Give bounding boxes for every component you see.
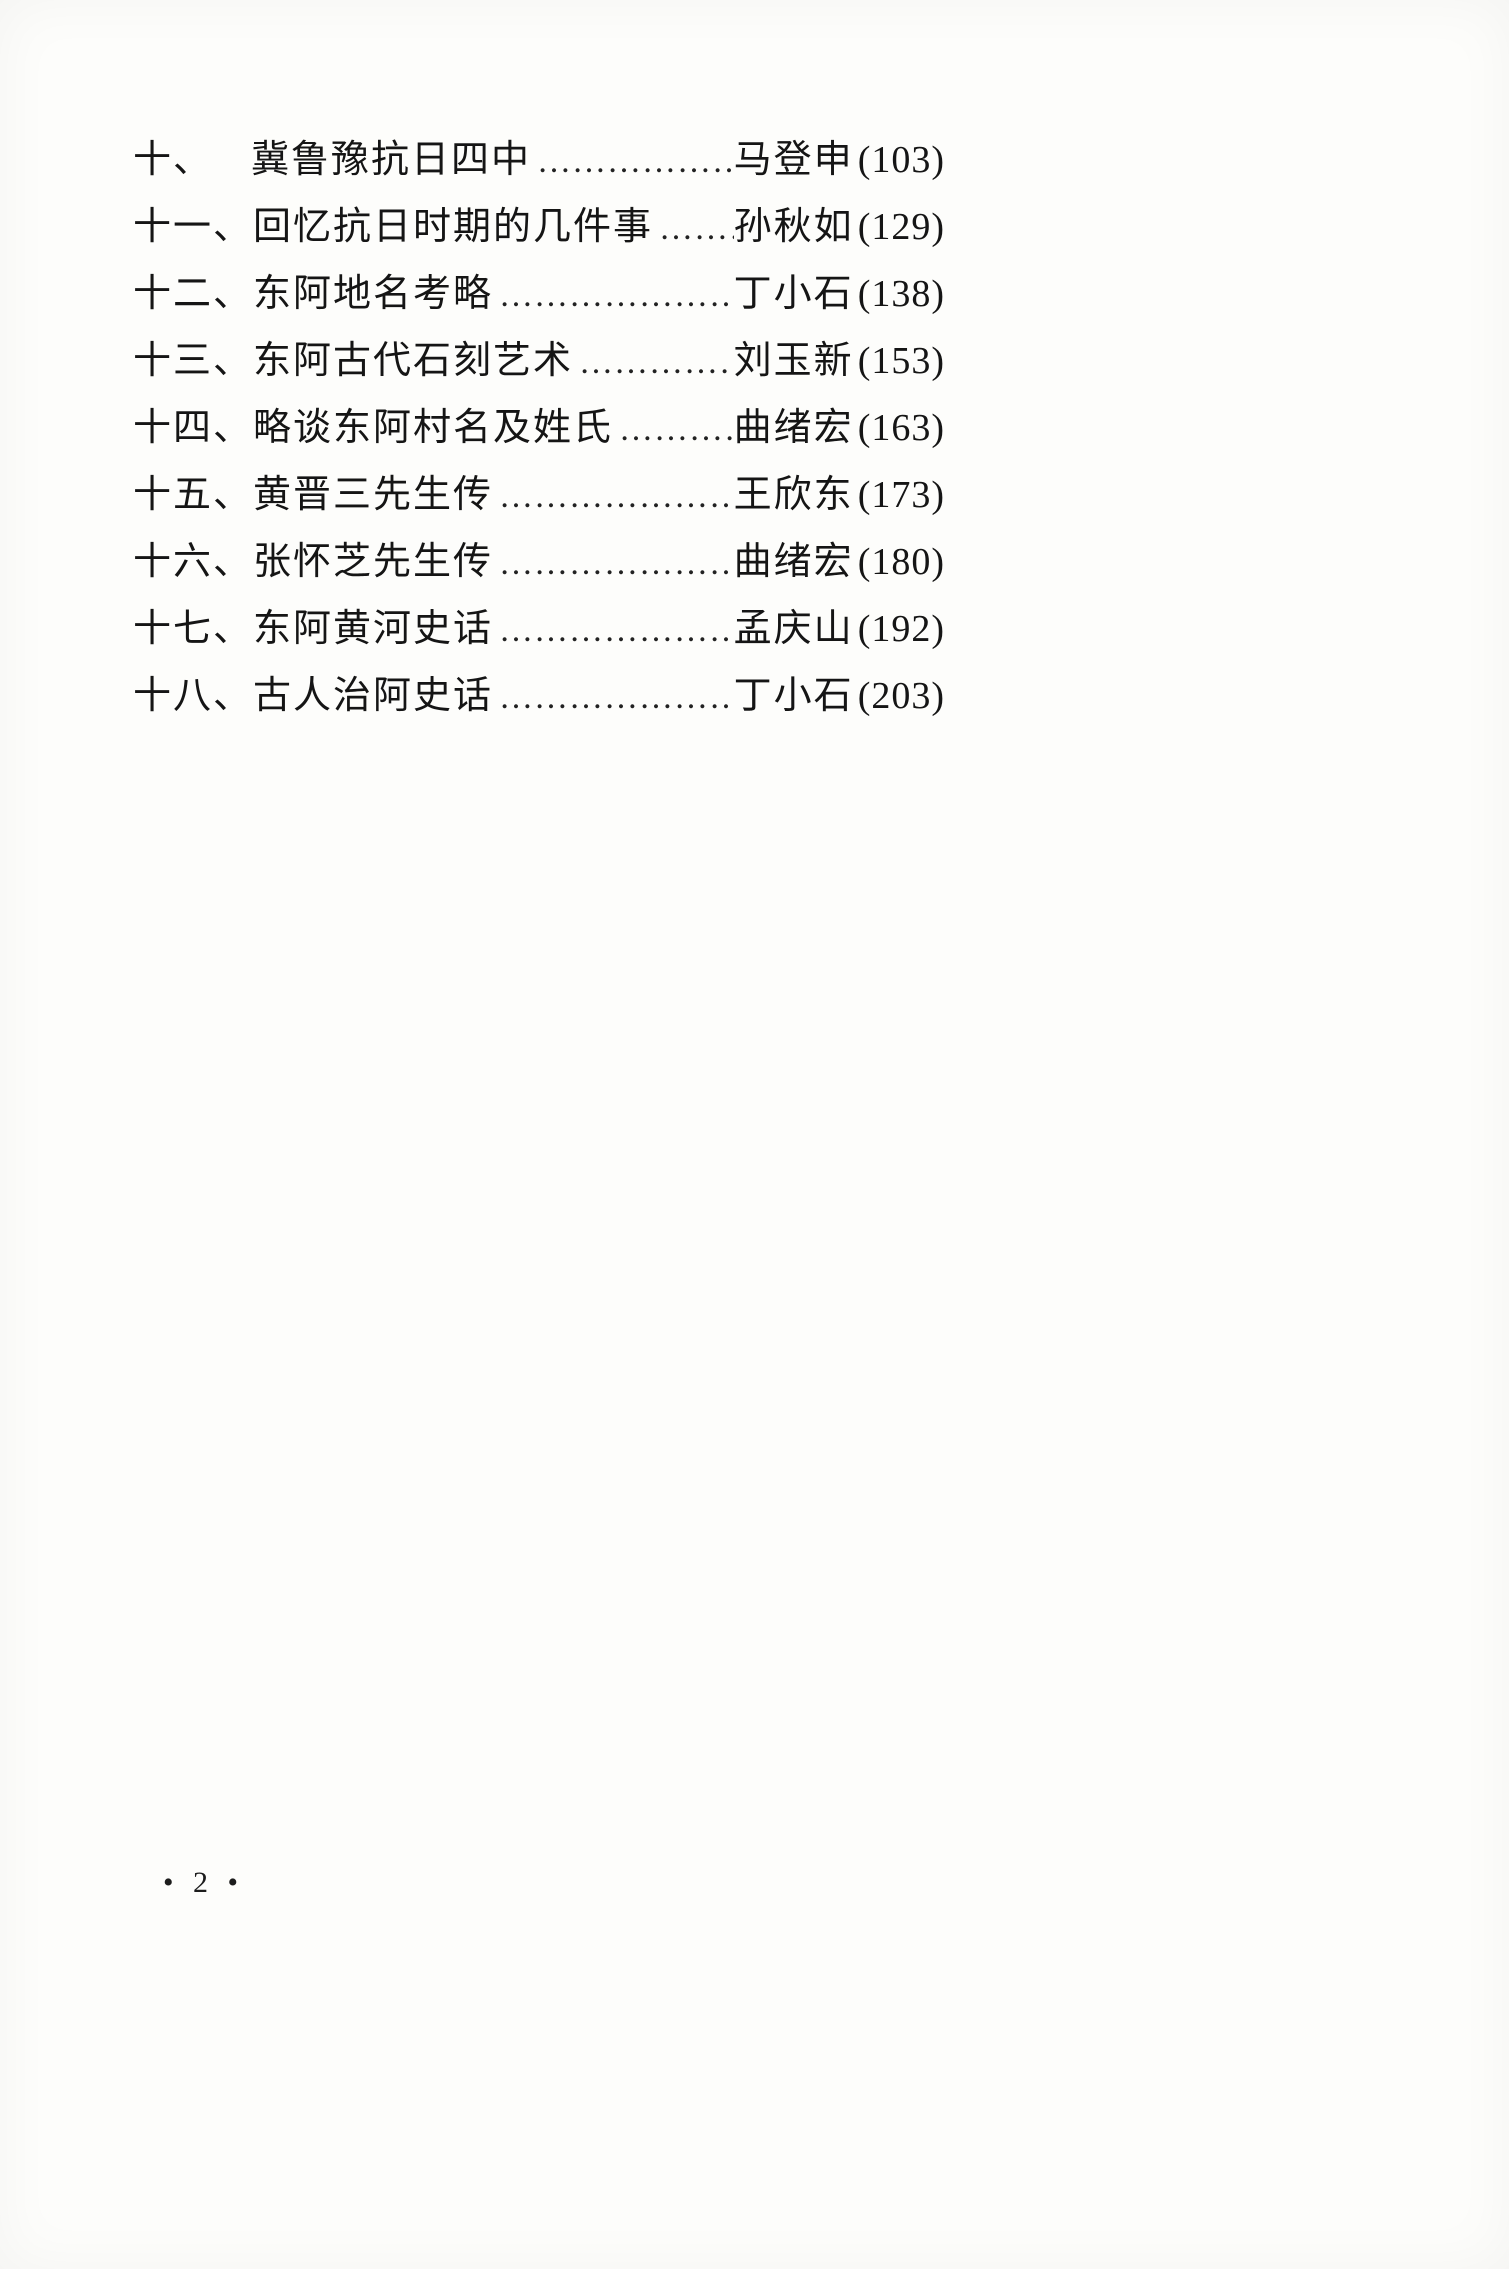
entry-page-number: (153)	[857, 340, 945, 382]
entry-title: 回忆抗日时期的几件事	[253, 206, 654, 248]
entry-page-number: (203)	[857, 675, 945, 717]
page-number-footer: • 2 •	[163, 1866, 245, 1899]
entry-title: 东阿黄河史话	[253, 608, 494, 650]
toc-entry: 十二、 东阿地名考略 …………………………………… 丁小石 (138)	[133, 262, 945, 329]
dot-leader: ……………………………………	[499, 277, 734, 314]
dot-leader: ……………………………………	[659, 210, 734, 247]
entry-author: 马登申	[733, 139, 854, 181]
dot-leader: ……………………………………	[499, 478, 734, 515]
entry-author: 刘玉新	[733, 340, 854, 382]
entry-index: 十五、	[133, 474, 254, 516]
toc-entry: 十八、 古人治阿史话 …………………………………… 丁小石 (203)	[133, 664, 945, 731]
entry-page-number: (103)	[857, 139, 945, 181]
entry-title: 东阿地名考略	[253, 273, 494, 315]
entry-title: 古人治阿史话	[253, 675, 494, 717]
entry-author: 孟庆山	[733, 608, 854, 650]
toc-entry: 十五、 黄晋三先生传 …………………………………… 王欣东 (173)	[133, 463, 945, 530]
dot-leader: ……………………………………	[499, 545, 734, 582]
entry-title: 黄晋三先生传	[253, 474, 494, 516]
entry-title: 略谈东阿村名及姓氏	[253, 407, 614, 449]
entry-page-number: (173)	[857, 474, 945, 516]
entry-index: 十六、	[133, 541, 254, 583]
entry-index: 十三、	[133, 340, 254, 382]
entry-author: 孙秋如	[733, 206, 854, 248]
entry-page-number: (129)	[857, 206, 945, 248]
dot-leader: ……………………………………	[537, 143, 734, 180]
entry-author: 丁小石	[733, 675, 854, 717]
entry-title: 张怀芝先生传	[253, 541, 494, 583]
entry-author: 曲绪宏	[733, 407, 854, 449]
table-of-contents: 十、 冀鲁豫抗日四中 …………………………………… 马登申 (103) 十一、 …	[133, 128, 945, 731]
entry-title: 冀鲁豫抗日四中	[251, 139, 532, 181]
entry-author: 王欣东	[733, 474, 854, 516]
dot-leader: ……………………………………	[499, 612, 734, 649]
entry-author: 曲绪宏	[733, 541, 854, 583]
toc-entry: 十、 冀鲁豫抗日四中 …………………………………… 马登申 (103)	[133, 128, 945, 195]
entry-index: 十七、	[133, 608, 254, 650]
toc-entry: 十六、 张怀芝先生传 …………………………………… 曲绪宏 (180)	[133, 530, 945, 597]
toc-entry: 十七、 东阿黄河史话 …………………………………… 孟庆山 (192)	[133, 597, 945, 664]
entry-author: 丁小石	[733, 273, 854, 315]
dot-leader: ……………………………………	[499, 679, 734, 716]
entry-page-number: (192)	[857, 608, 945, 650]
entry-index: 十四、	[133, 407, 254, 449]
entry-index: 十八、	[133, 675, 254, 717]
dot-leader: ……………………………………	[619, 411, 734, 448]
entry-index: 十二、	[133, 273, 254, 315]
toc-entry: 十一、 回忆抗日时期的几件事 …………………………………… 孙秋如 (129)	[133, 195, 945, 262]
toc-entry: 十四、 略谈东阿村名及姓氏 …………………………………… 曲绪宏 (163)	[133, 396, 945, 463]
entry-page-number: (138)	[857, 273, 945, 315]
toc-entry: 十三、 东阿古代石刻艺术 …………………………………… 刘玉新 (153)	[133, 329, 945, 396]
entry-index: 十、	[133, 139, 214, 181]
entry-index: 十一、	[133, 206, 254, 248]
entry-page-number: (180)	[857, 541, 945, 583]
entry-title: 东阿古代石刻艺术	[253, 340, 574, 382]
dot-leader: ……………………………………	[579, 344, 734, 381]
entry-page-number: (163)	[857, 407, 945, 449]
